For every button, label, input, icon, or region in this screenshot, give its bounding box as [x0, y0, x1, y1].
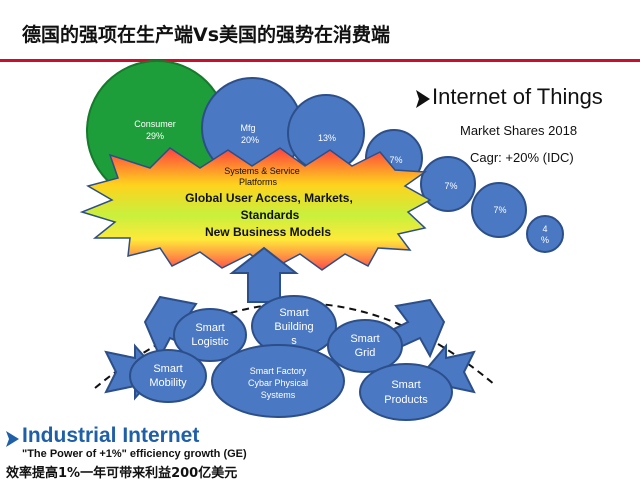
iot-bullet-icon: [416, 90, 430, 108]
page-title: 德国的强项在生产端Vs美国的强势在消费端: [22, 24, 391, 46]
title-divider: [0, 59, 640, 62]
smart-grid: [327, 319, 403, 373]
bubble-7-b: [420, 156, 476, 212]
ii-bullet-icon: [6, 431, 19, 447]
burst-line2: Standards: [241, 208, 300, 222]
building-l2: Building: [274, 321, 313, 333]
arrow-up: [229, 246, 299, 303]
mfg-label: Mfg: [240, 123, 255, 133]
building-l1: Smart: [279, 307, 308, 319]
smart-factory: [211, 344, 345, 418]
iot-market-shares: Market Shares 2018: [460, 123, 578, 138]
burst-line3: New Business Models: [205, 225, 331, 239]
logistic-l1: Smart: [195, 322, 224, 334]
industrial-internet-chinese: 效率提高1%一年可带来利益200亿美元: [6, 466, 238, 481]
logistic-l2: Logistic: [191, 336, 229, 348]
dashed-arc: [94, 302, 496, 389]
b4-pct: 7%: [389, 155, 402, 165]
mobility-l2: Mobility: [149, 377, 187, 389]
grid-l1: Smart: [350, 333, 379, 345]
building-l3: s: [291, 335, 297, 347]
b7-line2: %: [541, 235, 549, 245]
smart-mobility: [129, 349, 207, 403]
mobility-l1: Smart: [153, 363, 182, 375]
burst-line1: Global User Access, Markets,: [185, 191, 353, 205]
mfg-pct: 20%: [241, 135, 259, 145]
bubble-4: [526, 215, 564, 253]
b5-pct: 7%: [444, 181, 457, 191]
factory-l3: Systems: [261, 390, 296, 400]
factory-l2: Cybar Physical: [248, 378, 308, 388]
industrial-internet-title: Industrial Internet: [22, 424, 200, 447]
platform-burst: [79, 147, 432, 271]
b6-pct: 7%: [493, 205, 506, 215]
industrial-internet-subtitle: "The Power of +1%" efficiency growth (GE…: [22, 448, 247, 460]
bubble-7-c: [471, 182, 527, 238]
b3-pct: 13%: [318, 133, 336, 143]
consumer-label: Consumer: [134, 119, 176, 129]
grid-l2: Grid: [355, 347, 376, 359]
smart-products: [359, 363, 453, 421]
burst-small-2: Platforms: [239, 177, 278, 187]
burst-small-1: Systems & Service: [224, 166, 300, 176]
iot-cagr: Cagr: +20% (IDC): [470, 150, 574, 165]
iot-title: Internet of Things: [432, 84, 603, 109]
consumer-pct: 29%: [146, 131, 164, 141]
smart-logistic: [173, 308, 247, 362]
products-l2: Products: [384, 394, 428, 406]
products-l1: Smart: [391, 379, 420, 391]
factory-l1: Smart Factory: [250, 366, 307, 376]
b7-line1: 4: [542, 224, 547, 234]
